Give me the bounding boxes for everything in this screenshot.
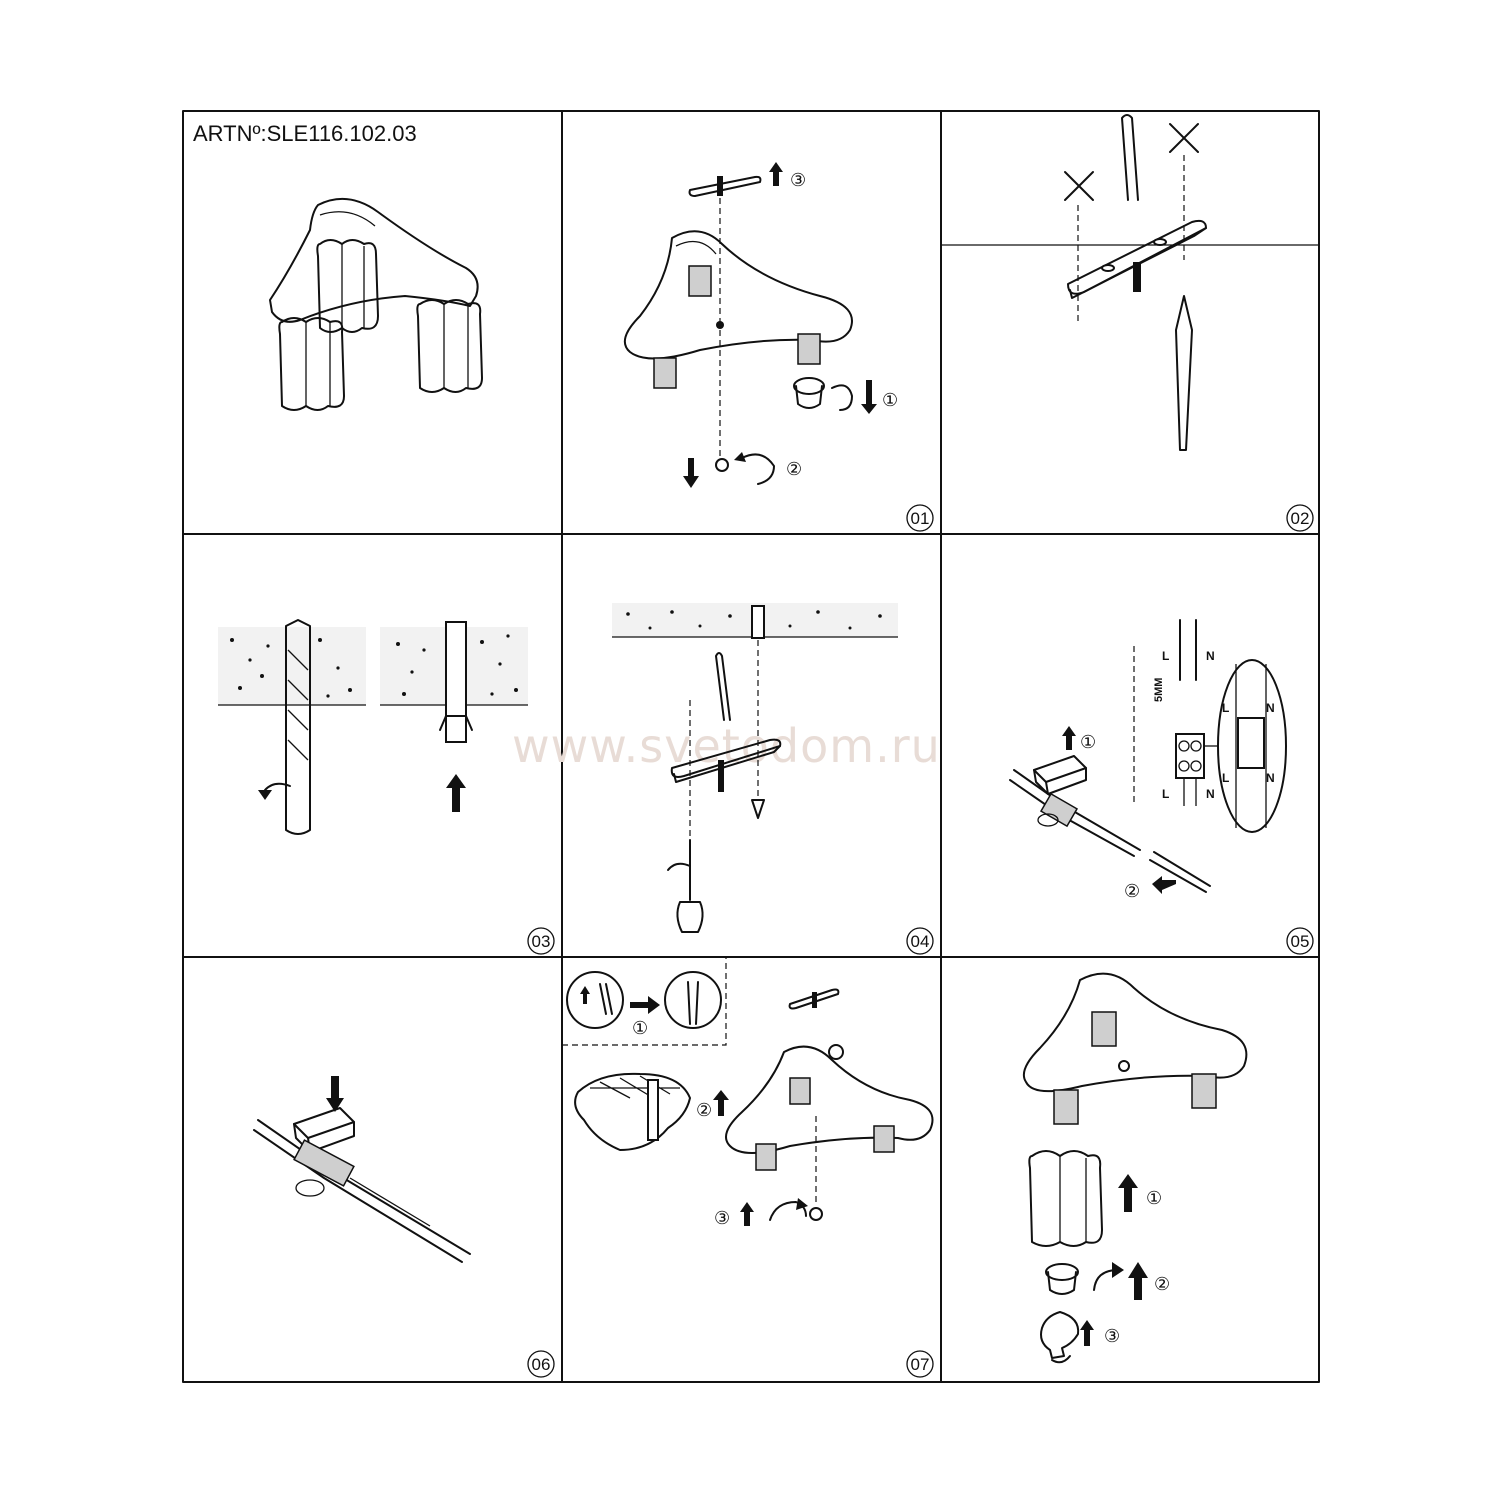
svg-text:N: N [1206, 649, 1215, 663]
ceiling-lamp-illustration [269, 197, 483, 411]
svg-text:L: L [1162, 787, 1169, 801]
callout-1: ① [882, 390, 898, 410]
terminal-detail-zoom: L N L N [1204, 659, 1287, 833]
panel-step-04: 04 [612, 603, 934, 955]
panel-grid [182, 110, 1320, 1383]
rotate-arrow-icon [741, 453, 775, 485]
light-bulb-icon [1040, 1311, 1080, 1364]
rotate-arrow-icon [264, 782, 291, 791]
panel-step-02: 02 [941, 114, 1319, 532]
down-arrow-icon [683, 458, 699, 488]
panel-step-01: ③ ① ② 01 [623, 162, 934, 532]
screwdriver-icon [676, 839, 704, 933]
up-arrow-icon [446, 774, 466, 812]
pencil-icon [1175, 295, 1193, 451]
panel-step-07: ① ② ③ 07 [562, 957, 934, 1378]
callout-3: ③ [1104, 1326, 1120, 1346]
panel-step-08: ① ② ③ [1022, 972, 1248, 1364]
canopy-base [1022, 972, 1248, 1125]
panel-overview: ARTNº:SLE116.102.03 [193, 121, 483, 411]
ceiling-section [218, 627, 528, 706]
mounting-bar [1067, 219, 1207, 299]
callout-3: ③ [790, 170, 806, 190]
svg-text:02: 02 [1291, 509, 1310, 528]
canopy-base [623, 230, 853, 389]
svg-text:5MM: 5MM [1153, 678, 1165, 702]
callout-3: ③ [714, 1208, 730, 1228]
drill-bit-icon [285, 619, 311, 835]
article-number: ARTNº:SLE116.102.03 [193, 121, 417, 146]
up-arrow-icon [1118, 1174, 1138, 1212]
watermark: www.svetodom.ru [512, 719, 941, 773]
callout-1: ① [1146, 1188, 1162, 1208]
callout-1: ① [1080, 732, 1096, 752]
socket-ring [1045, 1263, 1079, 1295]
socket-ring [793, 377, 877, 414]
svg-text:N: N [1206, 787, 1215, 801]
callout-2: ② [786, 459, 802, 479]
callout-1: ① [632, 1018, 648, 1038]
ceiling-fastening-detail [574, 1072, 691, 1151]
step-badge-03: 03 [527, 927, 555, 955]
up-arrow-icon [769, 162, 783, 186]
svg-text:N: N [1266, 771, 1275, 785]
wiring-harness [1009, 769, 1211, 893]
mounting-bar [688, 175, 762, 197]
mounting-bar [788, 988, 840, 1010]
wall-plug-icon [439, 621, 473, 743]
screw-icon [715, 652, 731, 721]
left-arrow-icon [1152, 876, 1176, 894]
svg-text:L: L [1222, 701, 1229, 715]
panel-step-06: 06 [253, 1076, 555, 1378]
rotate-arrow-icon [667, 862, 691, 871]
cross-mark-icon [1064, 171, 1094, 201]
step-badge-05: 05 [1286, 927, 1314, 955]
wiring-harness [253, 1119, 471, 1263]
up-arrow-icon [713, 1090, 729, 1116]
finial-cap [715, 458, 729, 472]
step-badge-06: 06 [527, 1350, 555, 1378]
callout-2: ② [1154, 1274, 1170, 1294]
up-arrow-icon [1062, 726, 1076, 750]
panel-step-05: L N 5MM L N L N L N ① [1009, 619, 1314, 955]
step-badge-01: 01 [906, 504, 934, 532]
cross-mark-icon [1169, 123, 1199, 153]
svg-text:L: L [1222, 771, 1229, 785]
down-arrow-icon [326, 1076, 344, 1112]
screw-icon [1121, 114, 1139, 201]
step-badge-02: 02 [1286, 504, 1314, 532]
canopy-base [725, 1044, 934, 1171]
lamp-shade [1028, 1150, 1103, 1247]
connector-cover [1033, 755, 1087, 795]
panel-step-03: 03 [218, 619, 555, 955]
step-badge-04: 04 [906, 927, 934, 955]
svg-text:03: 03 [532, 932, 551, 951]
terminal-block: L N [1162, 733, 1215, 806]
svg-text:01: 01 [911, 509, 930, 528]
right-arrow-icon [630, 996, 660, 1014]
wire-strip-diagram: L N 5MM [1153, 619, 1215, 702]
svg-text:N: N [1266, 701, 1275, 715]
mounting-bar [670, 738, 782, 792]
callout-2: ② [696, 1100, 712, 1120]
up-arrow-icon [740, 1202, 754, 1226]
finial-cap [809, 1207, 823, 1221]
svg-text:06: 06 [532, 1355, 551, 1374]
detail-inset: ① [566, 971, 722, 1038]
svg-text:05: 05 [1291, 932, 1310, 951]
step-badge-07: 07 [906, 1350, 934, 1378]
up-arrow-icon [1080, 1320, 1094, 1346]
svg-text:04: 04 [911, 932, 930, 951]
svg-text:07: 07 [911, 1355, 930, 1374]
svg-text:L: L [1162, 649, 1169, 663]
up-arrow-icon [1128, 1262, 1148, 1300]
callout-2: ② [1124, 881, 1140, 901]
screw-icon [751, 799, 765, 819]
ceiling-section [612, 603, 898, 639]
rotate-arrow-icon [769, 1201, 807, 1221]
